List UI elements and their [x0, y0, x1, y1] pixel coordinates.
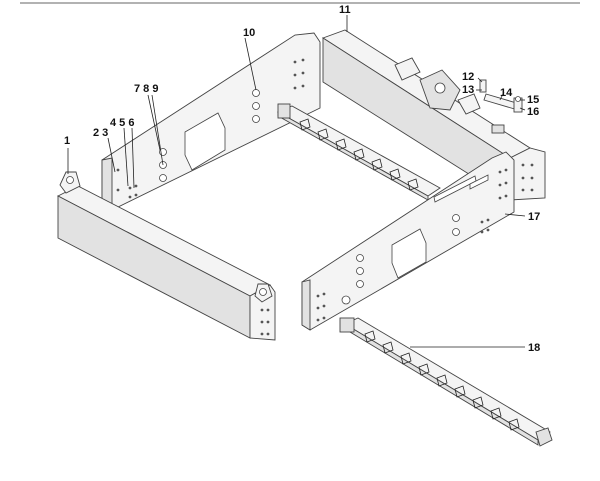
part-1-front-crossbar: [57, 171, 276, 341]
part-17-front-side-plate: [301, 151, 515, 331]
part-10-back-side-plate: [101, 32, 321, 211]
callout-10: 10: [243, 27, 255, 39]
part-18-lower-link-rail: [339, 317, 553, 447]
part-12-16-pin-assembly: [479, 79, 523, 113]
callout-18: 18: [528, 342, 540, 354]
callout-14: 14: [500, 87, 513, 99]
leader-lines: [67, 15, 526, 348]
callout-2-3: 2 3: [93, 127, 108, 139]
callout-12: 12: [462, 71, 474, 83]
callout-15: 15: [527, 94, 539, 106]
callout-13: 13: [462, 84, 474, 96]
callout-1: 1: [64, 135, 70, 147]
callout-16: 16: [527, 106, 539, 118]
part-11-rear-crossbar: [321, 29, 546, 201]
callout-4-5-6: 4 5 6: [110, 117, 134, 129]
callout-7-8-9: 7 8 9: [134, 83, 158, 95]
callout-17: 17: [528, 211, 540, 223]
callout-11: 11: [339, 4, 351, 16]
